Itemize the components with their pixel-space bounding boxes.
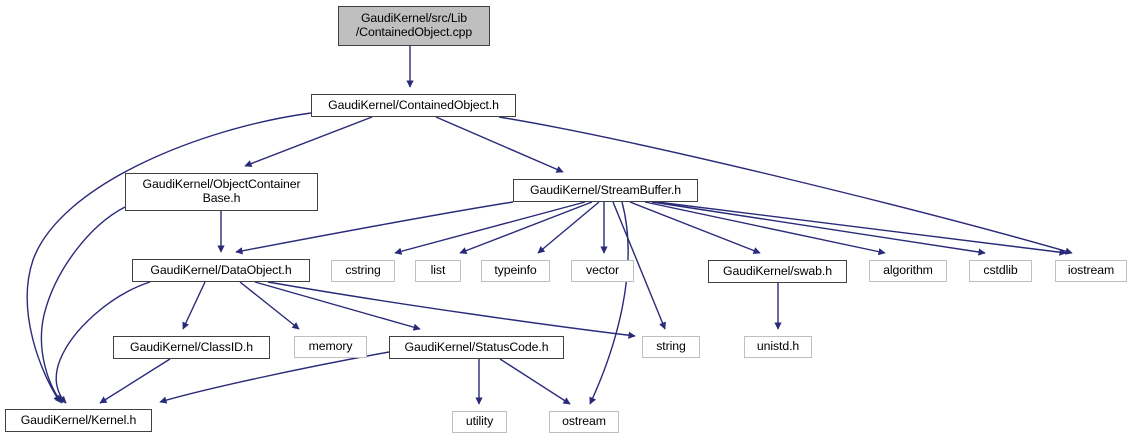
graph-node-root[interactable]: GaudiKernel/src/Lib /ContainedObject.cpp	[338, 6, 490, 46]
edge-objectcontainer-to-kernel	[40, 206, 126, 404]
graph-node-cstdlib[interactable]: cstdlib	[969, 260, 1032, 282]
graph-node-containedobject[interactable]: GaudiKernel/ContainedObject.h	[311, 94, 516, 117]
edge-dataobject-to-statuscode	[254, 281, 421, 331]
edge-streambuffer-to-typeinfo	[537, 201, 600, 254]
graph-node-typeinfo[interactable]: typeinfo	[481, 260, 550, 282]
edge-containedobject-to-objectcontainer	[244, 116, 373, 168]
graph-node-streambuffer[interactable]: GaudiKernel/StreamBuffer.h	[513, 179, 698, 202]
edge-dataobject-to-kernel	[55, 281, 151, 404]
edge-streambuffer-to-iostream	[656, 201, 1067, 256]
edge-dataobject-to-string	[267, 281, 636, 339]
graph-node-iostream[interactable]: iostream	[1055, 260, 1127, 282]
graph-node-ostream[interactable]: ostream	[549, 411, 619, 433]
graph-node-algorithm[interactable]: algorithm	[869, 260, 947, 282]
edge-streambuffer-to-dataobject	[235, 201, 514, 255]
graph-node-classid[interactable]: GaudiKernel/ClassID.h	[113, 336, 270, 359]
edge-streambuffer-to-cstdlib	[651, 201, 986, 256]
graph-node-objectcontainer[interactable]: GaudiKernel/ObjectContainer Base.h	[125, 173, 318, 211]
edge-streambuffer-to-swab	[629, 201, 761, 254]
edge-statuscode-to-ostream	[499, 358, 571, 405]
edge-containedobject-to-iostream	[498, 116, 1073, 255]
graph-node-kernel[interactable]: GaudiKernel/Kernel.h	[5, 409, 152, 432]
graph-node-swab[interactable]: GaudiKernel/swab.h	[708, 260, 847, 283]
graph-node-statuscode[interactable]: GaudiKernel/StatusCode.h	[389, 336, 564, 359]
edge-streambuffer-to-list	[459, 201, 593, 255]
edge-containedobject-to-kernel	[26, 112, 312, 403]
graph-node-vector[interactable]: vector	[571, 260, 634, 282]
edge-classid-to-kernel	[99, 358, 171, 404]
edge-dataobject-to-classid	[182, 281, 206, 330]
edge-statuscode-to-kernel	[159, 351, 390, 404]
graph-node-list[interactable]: list	[415, 260, 461, 282]
edge-streambuffer-to-ostream	[589, 201, 629, 405]
edge-streambuffer-to-string	[612, 201, 666, 330]
edge-streambuffer-to-algorithm	[644, 201, 886, 256]
edge-dataobject-to-memory	[239, 281, 300, 330]
graph-node-cstring[interactable]: cstring	[331, 260, 395, 282]
graph-node-memory[interactable]: memory	[294, 336, 367, 358]
graph-node-dataobject[interactable]: GaudiKernel/DataObject.h	[132, 259, 310, 282]
graph-node-unistd[interactable]: unistd.h	[744, 336, 812, 358]
edge-streambuffer-to-cstring	[394, 201, 586, 255]
graph-node-utility[interactable]: utility	[452, 411, 507, 433]
edge-containedobject-to-streambuffer	[435, 116, 564, 173]
graph-node-string[interactable]: string	[642, 336, 700, 358]
